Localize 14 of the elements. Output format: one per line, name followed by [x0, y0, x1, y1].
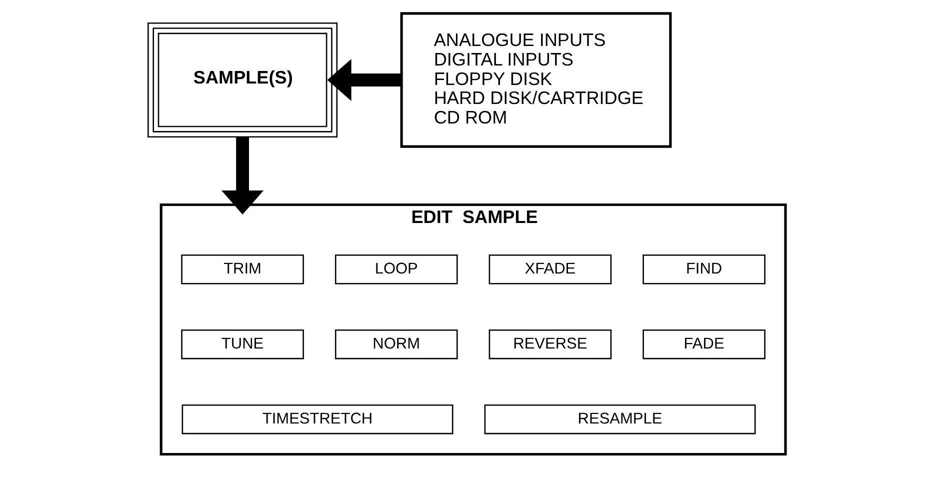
node-box: TRIM — [181, 254, 304, 284]
node-box: FIND — [642, 254, 766, 284]
node-box: ANALOGUE INPUTS DIGITAL INPUTS FLOPPY DISK HARD DISK/CARTRIDGE CD ROM — [400, 12, 672, 148]
node-box: RESAMPLE — [484, 404, 756, 434]
arrow — [222, 137, 264, 215]
node-box: TUNE — [181, 330, 304, 360]
node-box: TIMESTRETCH — [182, 404, 454, 434]
node-box: REVERSE — [488, 330, 612, 360]
node-box: XFADE — [488, 254, 612, 284]
node-box: NORM — [334, 330, 458, 360]
arrow — [327, 58, 402, 102]
node-box: FADE — [642, 330, 766, 360]
node-box: SAMPLE(S) — [148, 22, 338, 138]
node-box: LOOP — [334, 254, 458, 284]
